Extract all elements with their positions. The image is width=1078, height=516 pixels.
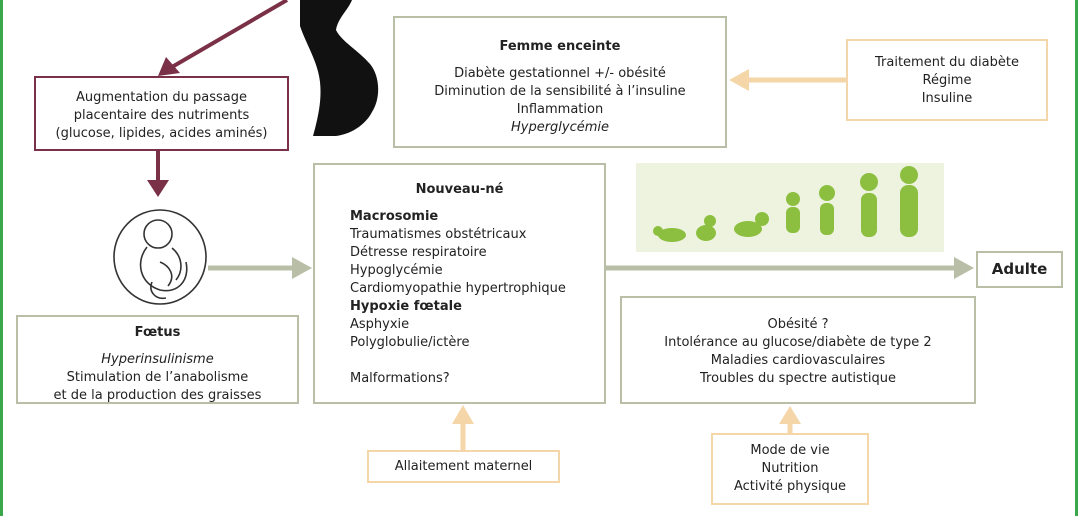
fetus-title: Fœtus — [134, 325, 181, 340]
arrow-newborn-to-adult-head — [954, 257, 974, 279]
child-growth-panel — [636, 163, 944, 252]
breastfeeding-box: Allaitement maternel — [367, 450, 560, 483]
arrow-treatment-to-mother-head — [729, 69, 749, 91]
placental-transfer-line: (glucose, lipides, acides aminés) — [55, 126, 268, 141]
newborn-group-title: Hypoxie fœtale — [350, 299, 462, 314]
newborn-item: Cardiomyopathie hypertrophique — [350, 281, 566, 296]
treatment-line: Régime — [922, 73, 972, 88]
pregnant-woman-line: Diminution de la sensibilité à l’insulin… — [434, 84, 686, 99]
newborn-title: Nouveau-né — [415, 182, 504, 197]
child-growth-silhouettes — [653, 166, 918, 242]
lifestyle-box: Mode de vie Nutrition Activité physique — [711, 433, 869, 505]
newborn-item: Traumatismes obstétricaux — [350, 227, 527, 242]
adult-label: Adulte — [991, 260, 1048, 278]
treatment-box: Traitement du diabète Régime Insuline — [846, 39, 1048, 121]
newborn-gap — [350, 352, 604, 370]
pregnant-woman-box: Femme enceinte Diabète gestationnel +/- … — [393, 16, 727, 148]
newborn-item: Polyglobulie/ictère — [350, 335, 470, 350]
arrow-mother-to-placenta-head — [158, 57, 180, 76]
fetus-in-womb-icon — [113, 209, 207, 305]
placental-transfer-box: Augmentation du passage placentaire des … — [34, 76, 289, 151]
newborn-extra: Malformations? — [350, 371, 450, 386]
treatment-line: Insuline — [921, 91, 973, 106]
pregnant-woman-italic-line: Hyperglycémie — [510, 120, 610, 135]
pregnant-woman-title: Femme enceinte — [499, 39, 621, 54]
arrow-lifestyle-to-adult-risks-head — [779, 406, 801, 424]
pregnant-woman-line: Diabète gestationnel +/- obésité — [454, 66, 666, 81]
adult-box: Adulte — [976, 251, 1063, 288]
pregnant-woman-silhouette — [300, 0, 379, 136]
newborn-item: Détresse respiratoire — [350, 245, 487, 260]
adult-risk-line: Intolérance au glucose/diabète de type 2 — [664, 335, 932, 350]
fetus-line: Stimulation de l’anabolisme — [66, 370, 249, 385]
newborn-group-title: Macrosomie — [350, 209, 439, 224]
adult-risk-line: Obésité ? — [767, 317, 829, 332]
adult-risk-line: Maladies cardiovasculaires — [710, 353, 886, 368]
newborn-box: Nouveau-né Macrosomie Traumatismes obsté… — [313, 163, 606, 404]
newborn-list: Macrosomie Traumatismes obstétricaux Dét… — [315, 208, 604, 388]
fetus-box: Fœtus Hyperinsulinisme Stimulation de l’… — [16, 315, 299, 404]
placental-transfer-line: placentaire des nutriments — [73, 108, 250, 123]
arrow-breastfeeding-to-newborn-head — [452, 405, 474, 424]
arrow-fetus-to-newborn-head — [292, 257, 312, 279]
arrow-placenta-to-fetus-head — [147, 180, 169, 197]
lifestyle-line: Mode de vie — [750, 443, 830, 458]
adult-risks-box: Obésité ? Intolérance au glucose/diabète… — [620, 296, 976, 404]
arrow-mother-to-placenta — [170, 0, 289, 69]
frame-edge-left — [0, 0, 3, 516]
newborn-item: Hypoglycémie — [350, 263, 443, 278]
treatment-line: Traitement du diabète — [875, 55, 1019, 70]
placental-transfer-line: Augmentation du passage — [76, 90, 247, 105]
fetus-line: et de la production des graisses — [53, 388, 262, 403]
fetus-italic-line: Hyperinsulinisme — [101, 352, 214, 367]
frame-edge-right — [1075, 0, 1078, 516]
lifestyle-line: Activité physique — [733, 479, 847, 494]
lifestyle-line: Nutrition — [761, 461, 819, 476]
breastfeeding-label: Allaitement maternel — [394, 459, 533, 474]
adult-risk-line: Troubles du spectre autistique — [699, 371, 896, 386]
newborn-item: Asphyxie — [350, 317, 410, 332]
pregnant-woman-line: Inflammation — [516, 102, 604, 117]
